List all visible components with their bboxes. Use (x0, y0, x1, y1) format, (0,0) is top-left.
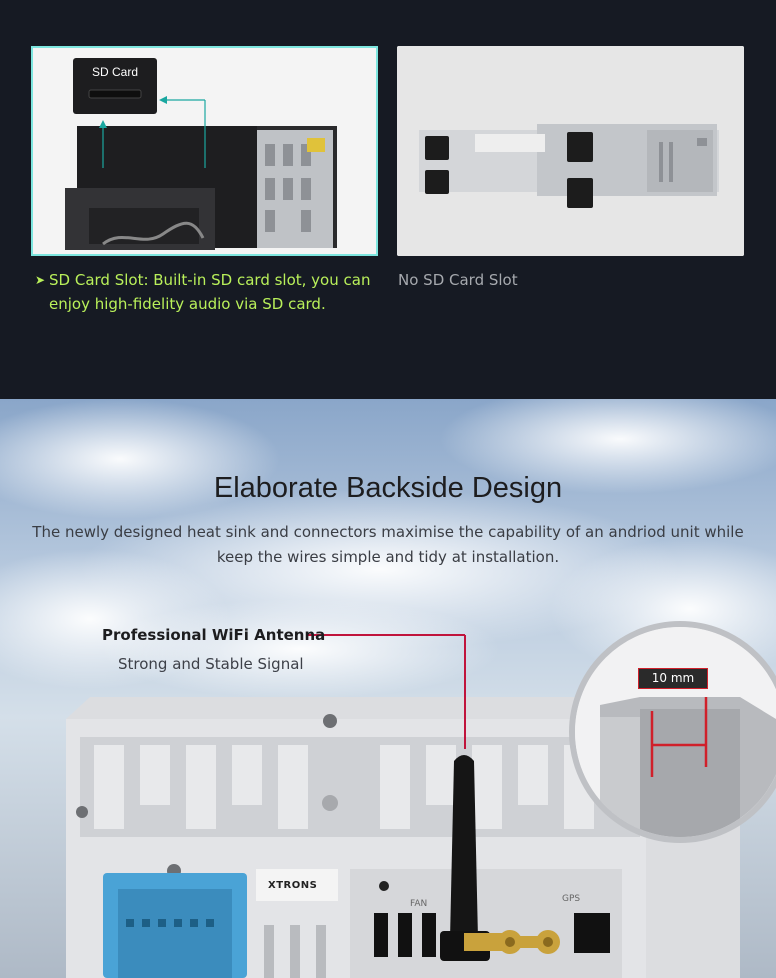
section-title: Elaborate Backside Design (213, 472, 563, 504)
sd-slot-caption: ➤ SD Card Slot: Built-in SD card slot, y… (35, 268, 375, 316)
sd-card-icon (88, 89, 142, 99)
feature-title: Professional WiFi Antenna (102, 626, 326, 644)
comparison-section: SD Card ➤ SD Card Slot: (0, 0, 776, 399)
no-sd-slot-caption: No SD Card Slot (398, 271, 518, 289)
head-unit-back-illustration (66, 621, 776, 978)
bullet-arrow-icon: ➤ (35, 273, 46, 287)
head-unit-illustration (33, 48, 376, 254)
section-subtitle-line2: keep the wires simple and tidy at instal… (216, 548, 560, 566)
fan-port-label: FAN (410, 899, 428, 909)
sd-slot-caption-text: SD Card Slot: Built-in SD card slot, you… (49, 271, 371, 313)
gps-port-label: GPS (562, 894, 581, 904)
metal-chassis-illustration (397, 46, 744, 256)
sd-card-callout-label: SD Card (91, 65, 138, 79)
brand-label: XTRONS (268, 880, 318, 891)
snow-background (0, 399, 776, 699)
measure-label: 10 mm (638, 668, 708, 689)
no-sd-slot-unit-image (397, 46, 744, 256)
section-subtitle-line1: The newly designed heat sink and connect… (32, 523, 744, 541)
backside-section (0, 399, 776, 978)
sd-card-callout: SD Card (73, 58, 157, 114)
sd-slot-unit-image: SD Card (31, 46, 378, 256)
feature-subtitle: Strong and Stable Signal (118, 655, 304, 673)
